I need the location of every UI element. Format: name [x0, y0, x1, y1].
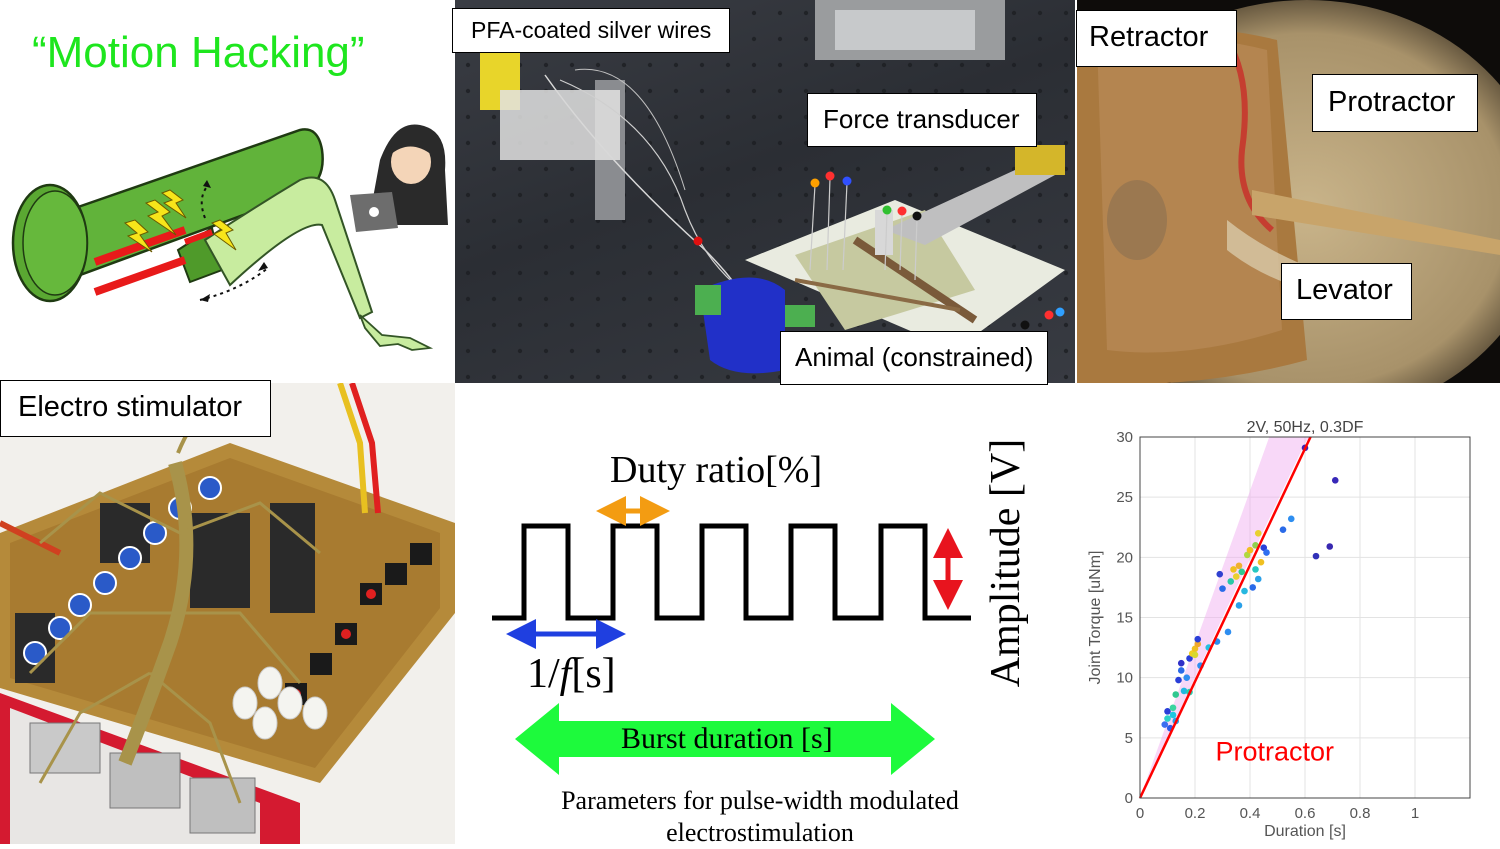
data-point [1186, 655, 1193, 662]
data-point [1254, 575, 1262, 583]
data-point [1161, 721, 1169, 728]
fit-line [1138, 436, 1312, 799]
y-tick-label: 10 [1116, 670, 1133, 687]
period-label-prefix: 1/ [527, 651, 560, 697]
data-point [1246, 546, 1254, 554]
y-tick-label: 15 [1116, 610, 1133, 627]
data-point [1230, 566, 1237, 573]
data-point [1183, 674, 1191, 681]
data-point [1279, 526, 1287, 533]
data-point [1235, 602, 1243, 609]
data-point [1243, 551, 1251, 559]
data-point [1227, 578, 1235, 585]
protractor-label: Protractor [1312, 74, 1479, 132]
period-label-var: f [559, 651, 572, 697]
period-label-unit: [s] [571, 651, 616, 697]
amplitude-label: Amplitude [V] [983, 438, 1029, 688]
plot-frame [1139, 436, 1471, 799]
x-tick-label: 0.8 [1350, 805, 1371, 822]
data-point [1219, 585, 1226, 592]
data-point [1232, 573, 1240, 580]
data-point [1164, 708, 1171, 715]
data-point [1175, 676, 1182, 684]
data-point [1177, 659, 1185, 667]
data-point [1326, 543, 1334, 550]
data-point [1169, 704, 1177, 712]
silver-wires-label: PFA-coated silver wires [452, 8, 731, 53]
x-axis-label: Duration [s] [1264, 823, 1346, 840]
data-point [1180, 687, 1188, 695]
hacker-figure [350, 124, 448, 232]
data-point [1257, 558, 1265, 566]
y-tick-label: 30 [1116, 429, 1133, 446]
data-point [1254, 529, 1262, 537]
data-point [1287, 515, 1295, 523]
x-tick-label: 0.4 [1240, 805, 1261, 822]
data-point [1194, 640, 1202, 648]
data-point [1224, 628, 1232, 636]
duty-ratio-label: Duty ratio[%] [610, 449, 823, 491]
data-point [1260, 544, 1268, 552]
data-point [1331, 477, 1339, 484]
data-point [1263, 549, 1270, 556]
data-point [1191, 651, 1199, 659]
data-point [1252, 566, 1259, 573]
x-tick-label: 1 [1411, 805, 1419, 822]
data-point [1194, 635, 1202, 643]
burst-duration-label: Burst duration [s] [621, 722, 833, 755]
protractor-annotation: Protractor [1215, 737, 1334, 767]
burst-duration-arrow [515, 703, 935, 775]
pwm-caption-line2: electrostimulation [666, 818, 854, 847]
data-point [1235, 562, 1243, 570]
pulse-waveform [492, 523, 971, 621]
chart-title: 2V, 50Hz, 0.3DF [1247, 419, 1364, 436]
stimulator-photo [0, 383, 455, 844]
pwm-caption-line1: Parameters for pulse-width modulated [561, 786, 959, 815]
period-label: 1/f[s] [527, 650, 616, 698]
data-point [1238, 568, 1246, 576]
data-point [1216, 570, 1224, 578]
animal-label: Animal (constrained) [780, 331, 1049, 385]
data-point [1177, 667, 1185, 674]
pwm-diagram [492, 496, 971, 775]
x-tick-label: 0.6 [1295, 805, 1316, 822]
setup-photo [455, 0, 1075, 383]
data-point [1172, 691, 1180, 698]
x-tick-label: 0.2 [1185, 805, 1206, 822]
force-transducer-label: Force transducer [807, 93, 1037, 147]
motion-hacking-title: “Motion Hacking” [32, 28, 365, 77]
y-tick-label: 0 [1125, 790, 1133, 807]
data-point [1312, 552, 1320, 560]
y-tick-label: 5 [1125, 730, 1133, 747]
data-point [1164, 715, 1171, 722]
data-point [1191, 645, 1199, 653]
y-axis-label: Joint Torque [uNm] [1087, 551, 1104, 685]
y-tick-label: 25 [1116, 489, 1133, 506]
levator-label: Levator [1281, 263, 1412, 320]
data-point [1241, 587, 1248, 595]
retractor-label: Retractor [1076, 10, 1238, 67]
motion-hacking-illustration [11, 124, 448, 351]
electro-stimulator-label: Electro stimulator [0, 380, 272, 437]
y-tick-label: 20 [1116, 549, 1133, 566]
data-point [1169, 711, 1177, 719]
data-point [1249, 584, 1257, 591]
data-point [1252, 542, 1259, 549]
pwm-caption: Parameters for pulse-width modulated ele… [500, 785, 1020, 849]
x-tick-label: 0 [1136, 805, 1144, 822]
